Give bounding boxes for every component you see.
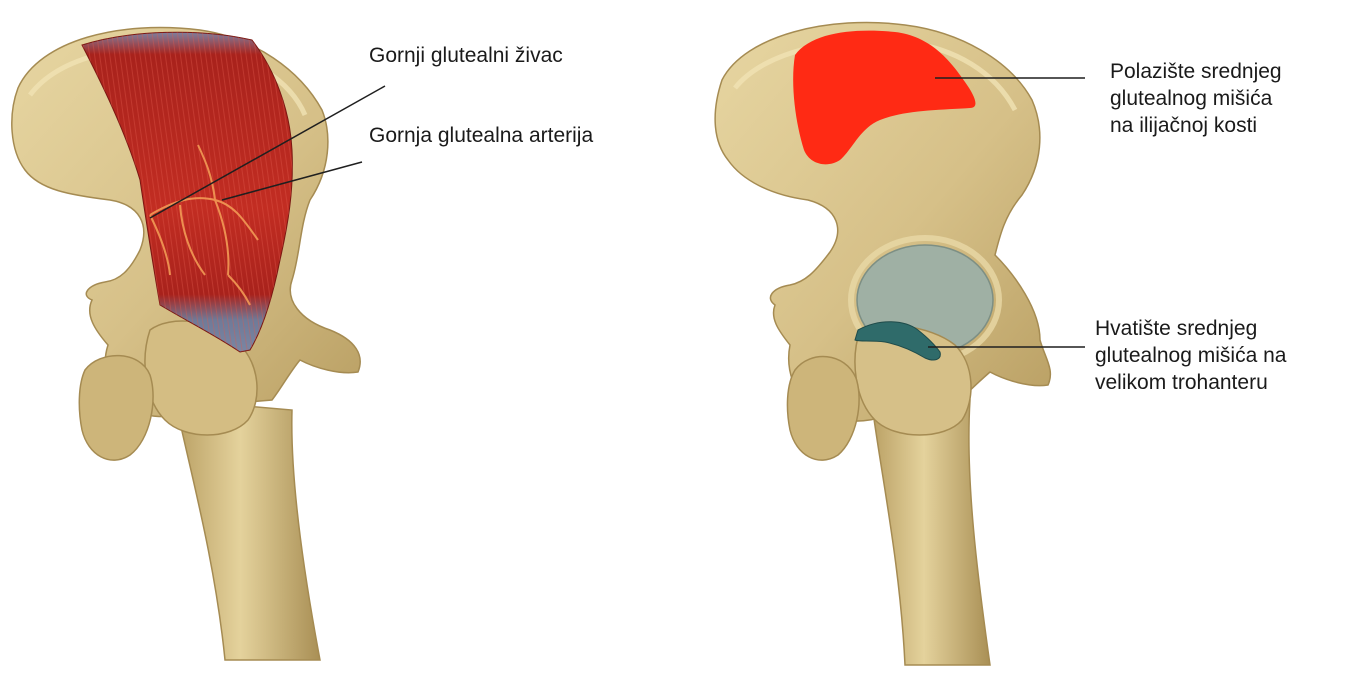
left-ischial-process (79, 356, 153, 461)
label-insertion-line-1: Hvatište srednjeg (1095, 315, 1286, 342)
left-hip-figure (12, 27, 385, 660)
label-superior-gluteal-artery: Gornja glutealna arterija (369, 122, 593, 149)
label-insertion-line-2: glutealnog mišića na (1095, 342, 1286, 369)
right-ischial-process (787, 357, 859, 461)
label-superior-gluteal-nerve: Gornji glutealni živac (369, 42, 563, 69)
label-origin-line-3: na ilijačnoj kosti (1110, 112, 1282, 139)
right-hip-figure (715, 22, 1085, 665)
label-origin-line-1: Polazište srednjeg (1110, 58, 1282, 85)
label-insertion-line-3: velikom trohanteru (1095, 369, 1286, 396)
label-origin: Polazište srednjeg glutealnog mišića na … (1110, 58, 1282, 139)
label-origin-line-2: glutealnog mišića (1110, 85, 1282, 112)
left-femur-shaft (175, 400, 320, 660)
label-insertion: Hvatište srednjeg glutealnog mišića na v… (1095, 315, 1286, 396)
